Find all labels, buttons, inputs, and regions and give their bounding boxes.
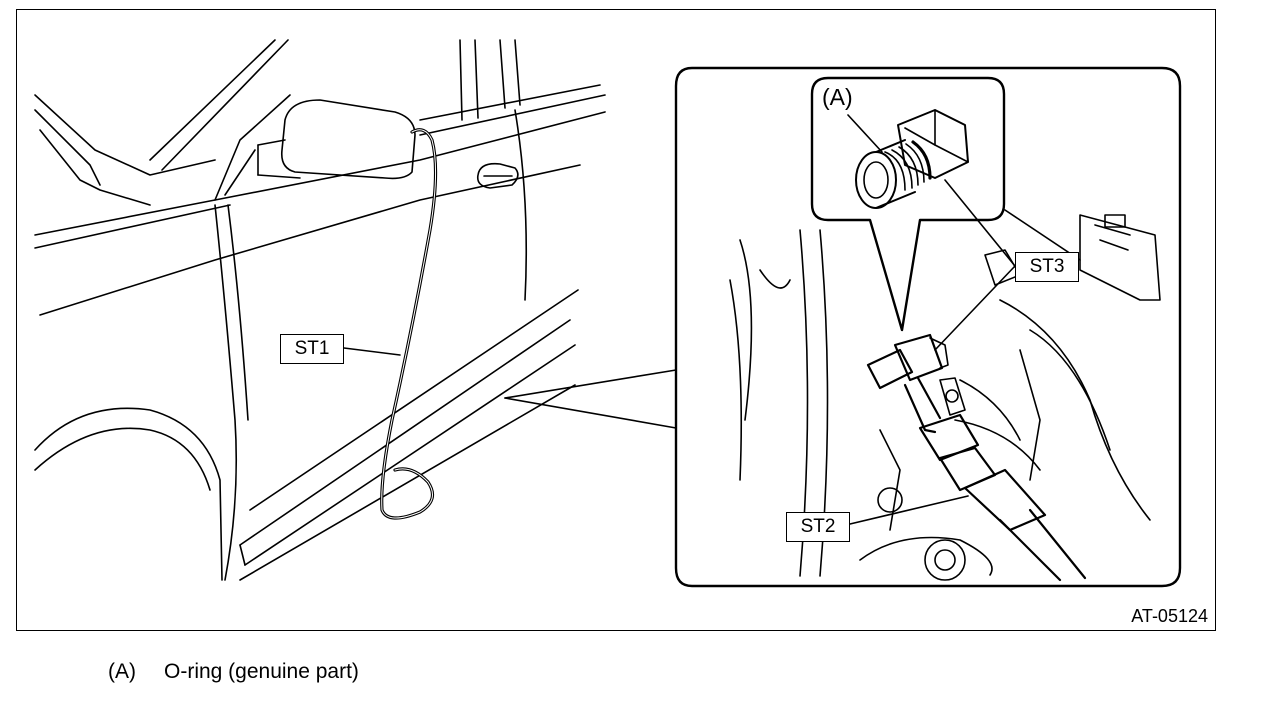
st1-leader-line bbox=[343, 347, 401, 356]
figure-code: AT-05124 bbox=[1131, 606, 1208, 626]
caption: (A) O-ring (genuine part) bbox=[108, 660, 359, 684]
car-body-illustration bbox=[34, 39, 606, 581]
detail-view bbox=[504, 66, 1182, 588]
st1-label: ST1 bbox=[280, 334, 344, 364]
st2-label: ST2 bbox=[786, 512, 850, 542]
caption-key: (A) bbox=[108, 660, 136, 683]
st2-leader-line bbox=[849, 495, 969, 525]
st3-leader-line bbox=[944, 179, 1016, 267]
figure-frame bbox=[16, 9, 1216, 631]
caption-text: O-ring (genuine part) bbox=[164, 660, 359, 683]
st1-cable bbox=[380, 128, 438, 520]
inset-a-label: (A) bbox=[822, 84, 853, 110]
st3-label: ST3 bbox=[1015, 252, 1079, 282]
